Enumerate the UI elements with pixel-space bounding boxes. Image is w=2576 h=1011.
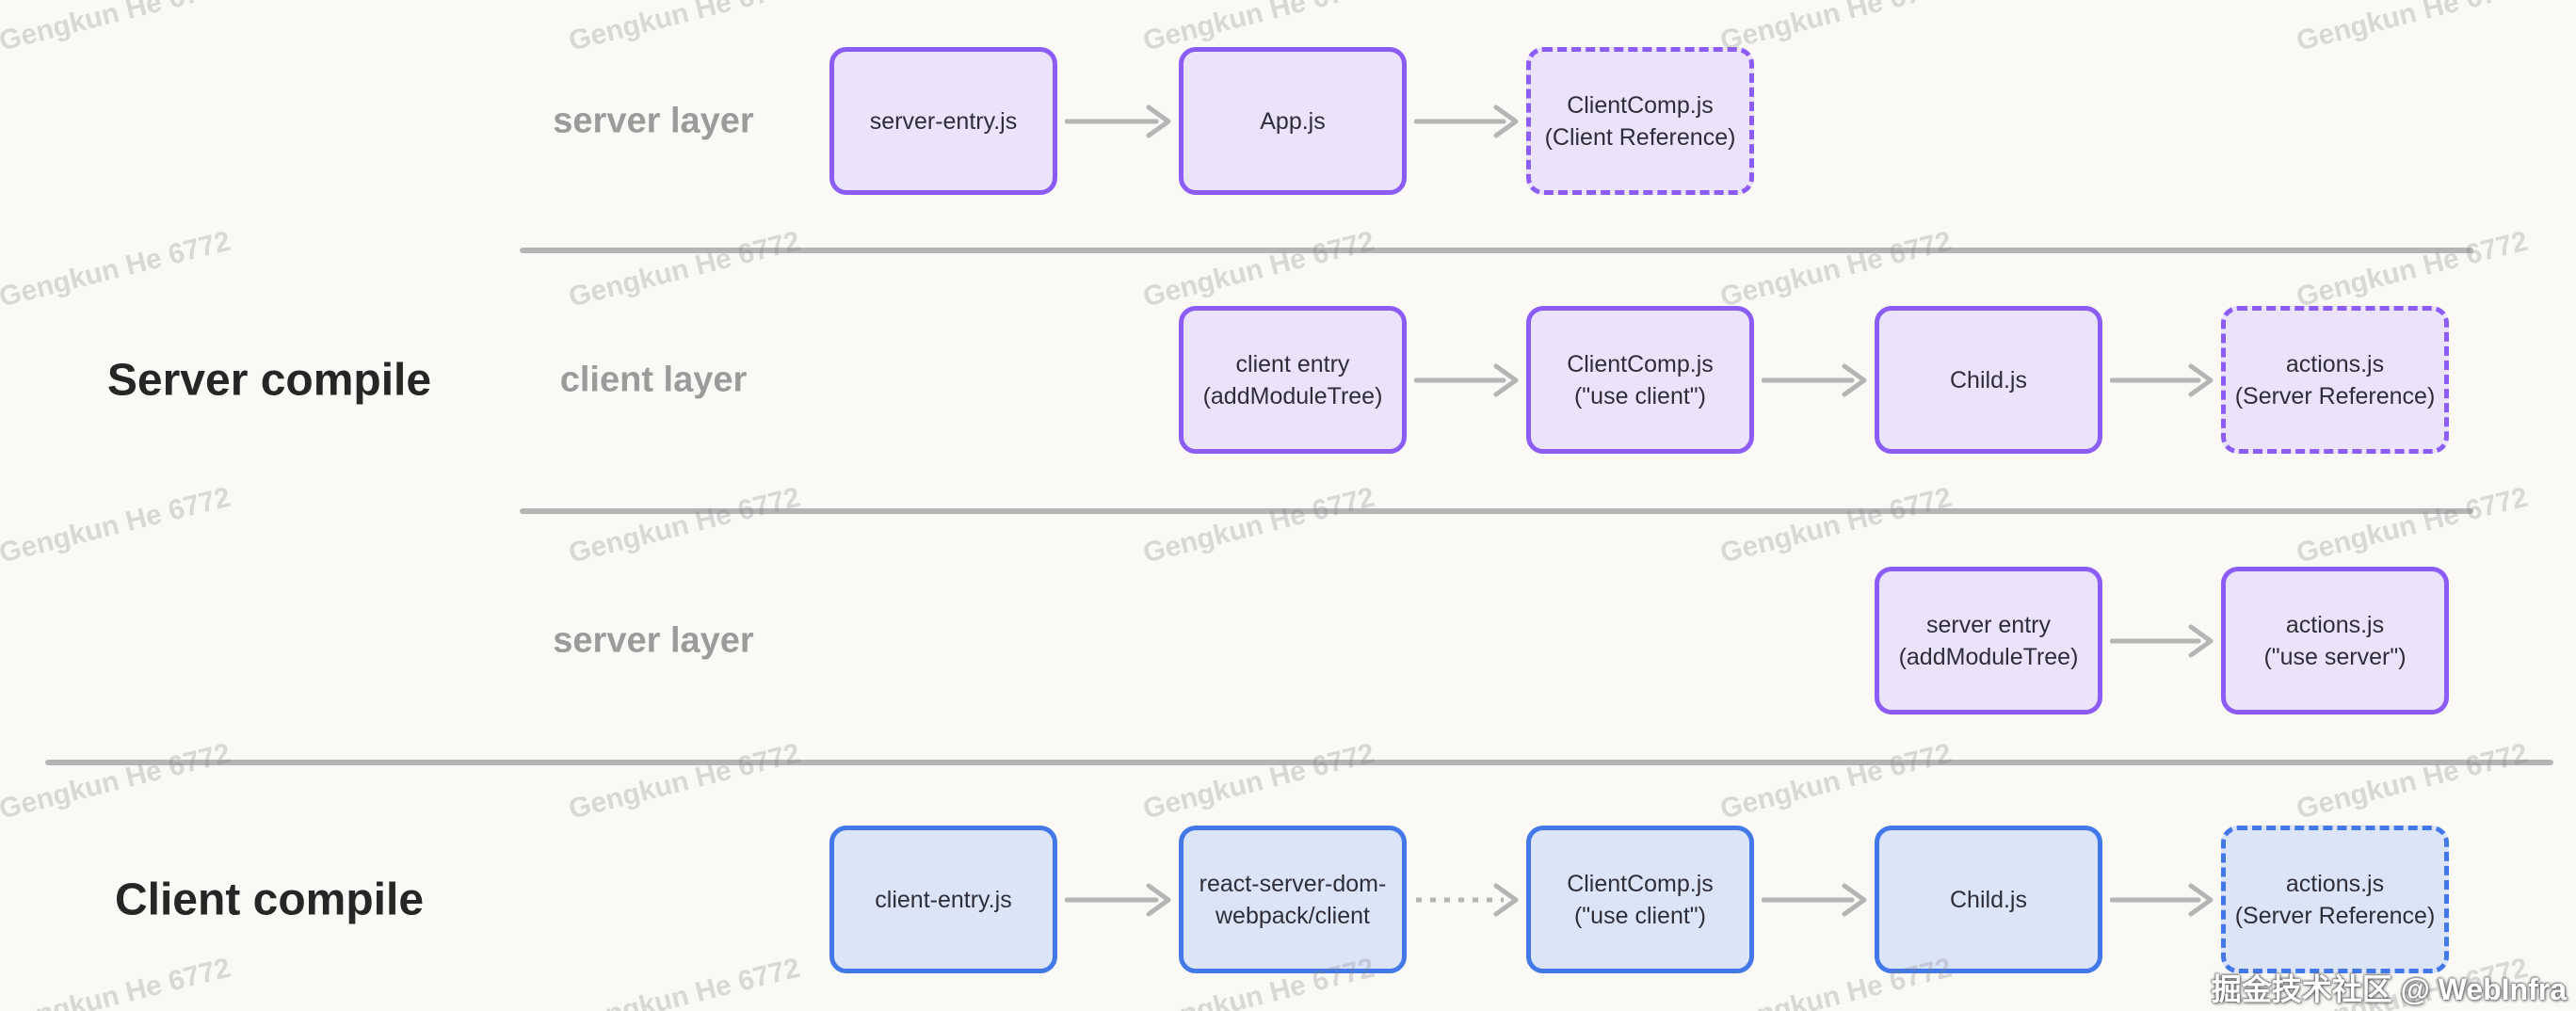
node-label-line: ("use client") bbox=[1573, 382, 1706, 409]
watermark-text: Gengkun He 6772 bbox=[1716, 737, 1956, 826]
row-divider-2 bbox=[520, 508, 2473, 514]
watermark-text: Gengkun He 6772 bbox=[0, 0, 234, 57]
flow-arrow bbox=[1065, 104, 1171, 137]
node-label-line: ClientComp.js bbox=[1567, 91, 1714, 119]
layer-label-server-layer-0: server layer bbox=[553, 101, 754, 140]
row-divider-1 bbox=[520, 248, 2473, 253]
watermark-text: Gengkun He 6772 bbox=[565, 952, 804, 1011]
node-child-js: Child.js bbox=[1875, 306, 2102, 454]
watermark-text: Gengkun He 6772 bbox=[1716, 225, 1956, 313]
flow-arrow bbox=[1414, 363, 1519, 396]
flow-arrow bbox=[1065, 883, 1171, 916]
watermark-text: Gengkun He 6772 bbox=[565, 737, 804, 826]
watermark-text: Gengkun He 6772 bbox=[565, 481, 804, 570]
watermark-text: Gengkun He 6772 bbox=[0, 481, 234, 570]
node-label-line: App.js bbox=[1260, 107, 1326, 135]
node-label-line: client-entry.js bbox=[875, 886, 1012, 913]
node-label-line: client entry bbox=[1235, 350, 1350, 377]
layer-label-client-layer-1: client layer bbox=[559, 360, 748, 399]
watermark-text: Gengkun He 6772 bbox=[1716, 481, 1956, 570]
node-label-line: ClientComp.js bbox=[1567, 350, 1714, 377]
watermark-text: Gengkun He 6772 bbox=[2293, 0, 2532, 57]
section-title-client-compile: Client compile bbox=[114, 875, 425, 924]
community-credit: 掘金技术社区 @ WebInfra bbox=[2211, 972, 2567, 1006]
node-server-entry-js: server-entry.js bbox=[829, 47, 1057, 195]
watermark-text: Gengkun He 6772 bbox=[565, 225, 804, 313]
flow-arrow bbox=[1414, 104, 1519, 137]
flow-arrow bbox=[2110, 624, 2214, 657]
node-label-line: (Server Reference) bbox=[2234, 382, 2436, 409]
node-label-line: (Server Reference) bbox=[2234, 902, 2436, 929]
node-actions-js-server-reference: actions.js (Server Reference) bbox=[2221, 306, 2449, 454]
node-label-line: actions.js bbox=[2285, 870, 2385, 897]
flow-arrow bbox=[2110, 363, 2214, 396]
node-react-server-dom-webpack-client: react-server-dom-webpack/client bbox=[1179, 826, 1407, 973]
section-divider bbox=[45, 760, 2553, 765]
node-clientcomp-js-use-client: ClientComp.js ("use client") bbox=[1526, 306, 1754, 454]
node-label-line: (Client Reference) bbox=[1544, 123, 1736, 151]
dashed-flow-arrow bbox=[1416, 883, 1519, 916]
flow-arrow bbox=[2110, 883, 2214, 916]
watermark-text: Gengkun He 6772 bbox=[2293, 737, 2532, 826]
node-label-line: ClientComp.js bbox=[1567, 870, 1714, 897]
node-clientcomp-js-use-client: ClientComp.js ("use client") bbox=[1526, 826, 1754, 973]
node-client-entry-js: client-entry.js bbox=[829, 826, 1057, 973]
node-label-line: Child.js bbox=[1950, 886, 2027, 913]
node-label-line: Child.js bbox=[1950, 366, 2027, 393]
node-label-line: ("use server") bbox=[2263, 643, 2407, 670]
node-child-js: Child.js bbox=[1875, 826, 2102, 973]
watermark-text: Gengkun He 6772 bbox=[1139, 737, 1378, 826]
node-app-js: App.js bbox=[1179, 47, 1407, 195]
node-label-line: webpack/client bbox=[1216, 902, 1370, 929]
layer-label-server-layer-2: server layer bbox=[553, 620, 754, 660]
node-client-entry-addmoduletree: client entry (addModuleTree) bbox=[1179, 306, 1407, 454]
node-label-line: server entry bbox=[1926, 611, 2051, 638]
watermark-text: Gengkun He 6772 bbox=[1139, 481, 1378, 570]
section-title-server-compile: Server compile bbox=[106, 355, 432, 405]
node-label-line: (addModuleTree) bbox=[1202, 382, 1383, 409]
watermark-text: Gengkun He 6772 bbox=[565, 0, 804, 57]
watermark-text: Gengkun He 6772 bbox=[2293, 225, 2532, 313]
watermark-text: Gengkun He 6772 bbox=[2293, 481, 2532, 570]
node-actions-js-server-reference: actions.js (Server Reference) bbox=[2221, 826, 2449, 973]
flow-arrow bbox=[1762, 883, 1867, 916]
watermark-text: Gengkun He 6772 bbox=[1139, 225, 1378, 313]
watermark-text: Gengkun He 6772 bbox=[1716, 0, 1956, 57]
node-label-line: ("use client") bbox=[1573, 902, 1706, 929]
node-label-line: (addModuleTree) bbox=[1898, 643, 2079, 670]
node-clientcomp-js-client-reference: ClientComp.js (Client Reference) bbox=[1526, 47, 1754, 195]
node-label-line: react-server-dom- bbox=[1199, 870, 1387, 897]
watermark-text: Gengkun He 6772 bbox=[0, 952, 234, 1011]
node-actions-js-use-server: actions.js ("use server") bbox=[2221, 567, 2449, 714]
node-label-line: server-entry.js bbox=[869, 107, 1018, 135]
watermark-text: Gengkun He 6772 bbox=[0, 737, 234, 826]
watermark-text: Gengkun He 6772 bbox=[0, 225, 234, 313]
flow-arrow bbox=[1762, 363, 1867, 396]
node-label-line: actions.js bbox=[2285, 350, 2385, 377]
node-server-entry-addmoduletree: server entry (addModuleTree) bbox=[1875, 567, 2102, 714]
node-label-line: actions.js bbox=[2285, 611, 2385, 638]
